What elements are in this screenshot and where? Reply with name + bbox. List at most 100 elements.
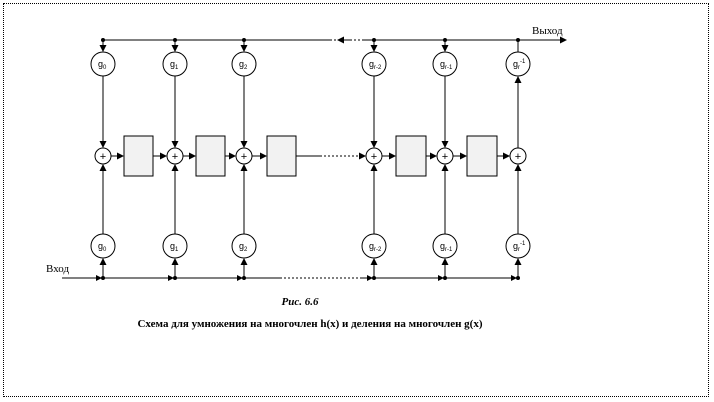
- multiplier-circle: [90, 51, 116, 77]
- top-multiplier: gr-2: [361, 51, 387, 77]
- coefficient-base: g: [440, 241, 445, 251]
- coefficient-label: gr-2: [369, 241, 382, 253]
- shift-registers: [123, 135, 498, 177]
- junction-dot: [173, 276, 177, 280]
- junction-dot: [101, 38, 105, 42]
- top-multiplier: gr-1: [505, 51, 531, 77]
- coefficient-base: g: [239, 59, 244, 69]
- coefficient-subscript: 0: [103, 65, 107, 71]
- junction-dot: [516, 38, 520, 42]
- register-cell: [395, 135, 427, 177]
- coefficient-base: g: [239, 241, 244, 251]
- multiplier-circle: [231, 51, 257, 77]
- coefficient-superscript: -1: [520, 241, 526, 247]
- figure-number: Рис. 6.6: [281, 296, 319, 308]
- coefficient-subscript: 1: [175, 247, 179, 253]
- multiplier-circle: [162, 51, 188, 77]
- junction-dot: [242, 38, 246, 42]
- coefficient-base: g: [513, 241, 518, 251]
- bus-arrow: [367, 275, 373, 281]
- adder: +: [436, 147, 454, 165]
- top-multiplier: g0: [90, 51, 116, 77]
- coefficient-label: gr-1: [513, 59, 526, 71]
- coefficient-subscript: r-1: [445, 247, 453, 253]
- bottom-multiplier: g2: [231, 233, 257, 259]
- coefficient-base: g: [170, 59, 175, 69]
- figure-frame: [3, 3, 709, 397]
- coefficient-subscript: 2: [244, 65, 248, 71]
- junction-dot: [173, 38, 177, 42]
- wires: [62, 36, 567, 281]
- adder-circle: [235, 147, 253, 165]
- coefficient-label: gr-2: [369, 59, 382, 71]
- bottom-multiplier: g0: [90, 233, 116, 259]
- coefficient-label: gr-1: [440, 59, 453, 71]
- junction-dot: [242, 276, 246, 280]
- adder: +: [365, 147, 383, 165]
- multiplier-circle: [361, 233, 387, 259]
- multiplier-circle: [231, 233, 257, 259]
- coefficient-superscript: -1: [520, 59, 526, 65]
- register-cell: [195, 135, 226, 177]
- bottom-multiplier: g1: [162, 233, 188, 259]
- adders: + + + + + +: [94, 147, 527, 165]
- adder-circle: [509, 147, 527, 165]
- coefficient-label: g0: [98, 241, 107, 253]
- coefficient-base: g: [98, 59, 103, 69]
- junction-dot: [516, 276, 520, 280]
- adder-symbol: +: [371, 151, 377, 163]
- bus-arrow: [511, 275, 517, 281]
- bottom-multiplier: gr-2: [361, 233, 387, 259]
- bus-arrow: [237, 275, 243, 281]
- coefficient-subscript: r-2: [374, 247, 382, 253]
- adder-circle: [166, 147, 184, 165]
- coefficient-label: g2: [239, 241, 248, 253]
- coefficient-label: gr-1: [513, 241, 526, 253]
- coefficient-subscript: r-2: [374, 65, 382, 71]
- coefficient-base: g: [513, 59, 518, 69]
- coefficient-label: g2: [239, 59, 248, 71]
- register-cell: [266, 135, 297, 177]
- coefficient-label: g1: [170, 241, 179, 253]
- top-multiplier: g2: [231, 51, 257, 77]
- register-cell: [466, 135, 498, 177]
- output-label: Выход: [532, 25, 563, 37]
- adder-symbol: +: [442, 151, 448, 163]
- coefficient-base: g: [98, 241, 103, 251]
- multiplier-circle: [162, 233, 188, 259]
- multiplier-circle: [432, 233, 458, 259]
- bus-arrow: [168, 275, 174, 281]
- adder: +: [235, 147, 253, 165]
- coefficient-subscript: r: [518, 247, 520, 253]
- coefficient-base: g: [440, 59, 445, 69]
- bottom-multiplier: gr-1: [432, 233, 458, 259]
- top-multiplier: g1: [162, 51, 188, 77]
- adder-circle: [436, 147, 454, 165]
- coefficient-label: gr-1: [440, 241, 453, 253]
- bus-arrow: [438, 275, 444, 281]
- multiplier-circle: [505, 51, 531, 77]
- coefficient-base: g: [369, 241, 374, 251]
- coefficient-label: g0: [98, 59, 107, 71]
- junction-dot: [101, 276, 105, 280]
- adder: +: [509, 147, 527, 165]
- input-label: Вход: [46, 263, 69, 275]
- multiplier-circle: [432, 51, 458, 77]
- adder-symbol: +: [515, 151, 521, 163]
- adder-symbol: +: [100, 151, 106, 163]
- bus-arrow: [96, 275, 102, 281]
- multiplier-circle: [90, 233, 116, 259]
- coefficient-subscript: 2: [244, 247, 248, 253]
- adder-symbol: +: [241, 151, 247, 163]
- adder: +: [94, 147, 112, 165]
- register-cell: [123, 135, 154, 177]
- coefficient-subscript: 0: [103, 247, 107, 253]
- top-multiplier: gr-1: [432, 51, 458, 77]
- junction-dot: [372, 276, 376, 280]
- adder: +: [166, 147, 184, 165]
- junction-dot: [443, 276, 447, 280]
- coefficient-label: g1: [170, 59, 179, 71]
- junction-dot: [443, 38, 447, 42]
